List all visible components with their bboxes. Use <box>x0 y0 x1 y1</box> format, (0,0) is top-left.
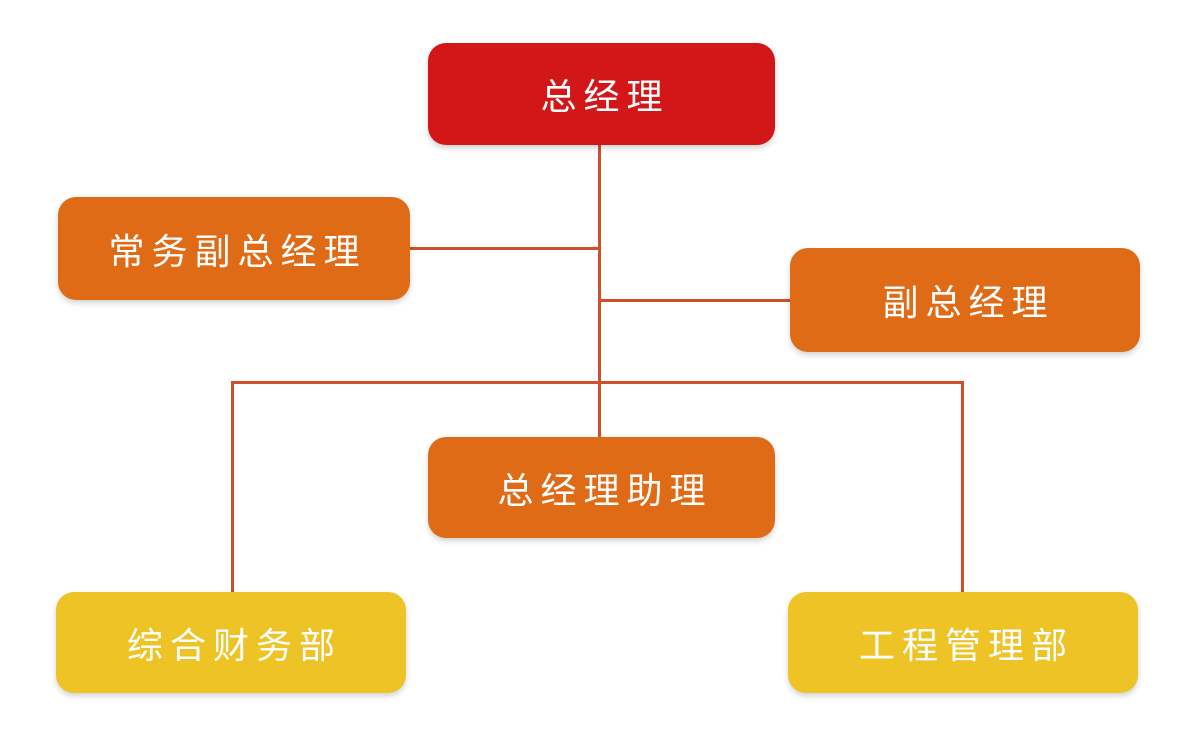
connector-to-engineering <box>961 381 964 592</box>
node-label: 总经理 <box>540 76 670 117</box>
node-label: 工程管理部 <box>858 624 1074 666</box>
connector-to-finance <box>231 381 234 592</box>
node-engineering-department: 工程管理部 <box>788 592 1138 693</box>
node-label: 副总经理 <box>882 282 1055 323</box>
node-label: 常务副总经理 <box>108 230 367 272</box>
connector-horizontal-branch <box>231 381 964 384</box>
connector-to-deputy <box>600 299 792 302</box>
node-label: 综合财务部 <box>126 624 342 666</box>
node-general-manager: 总经理 <box>428 43 775 145</box>
node-finance-department: 综合财务部 <box>56 592 406 693</box>
node-executive-deputy-general-manager: 常务副总经理 <box>58 197 410 300</box>
node-label: 总经理助理 <box>497 469 713 511</box>
connector-to-executive-deputy <box>410 247 600 250</box>
node-general-manager-assistant: 总经理助理 <box>428 437 775 538</box>
connector-vertical-center <box>598 145 601 438</box>
node-deputy-general-manager: 副总经理 <box>790 248 1140 352</box>
